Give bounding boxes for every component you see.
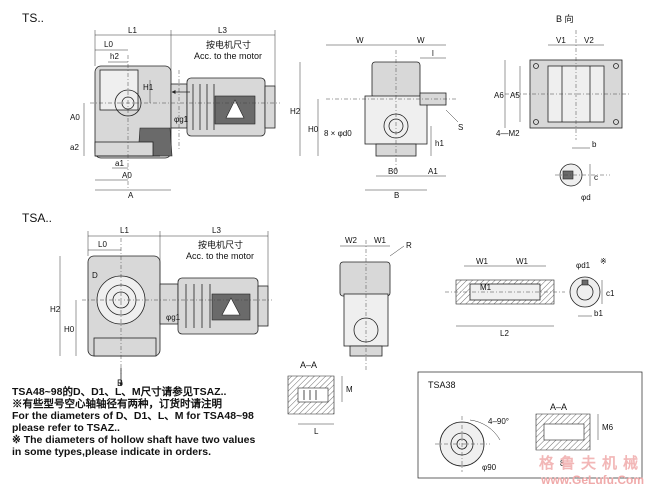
ts-side-S: S (458, 123, 463, 132)
tsa-side-R: R (406, 241, 412, 250)
tsa-dim-D: D (92, 271, 98, 280)
note-line-3: For the diameters of D、D1、L、M for TSA48~… (12, 410, 254, 422)
ts-b-view-drawing (505, 30, 630, 187)
tsa38-frame (417, 371, 643, 479)
ts-side-B: B (394, 191, 399, 200)
note-line-5: ※ The diameters of hollow shaft have two… (12, 434, 256, 446)
tsa-dim-L1: L1 (120, 226, 129, 235)
tsa-hollow-shaft-view (445, 265, 603, 327)
section-aa-title: A–A (300, 360, 317, 370)
note-line-4: please refer to TSAZ.. (12, 422, 120, 434)
ts-dim-A0-vert: A0 (70, 113, 80, 122)
tsa38-dim8: 8 (560, 459, 565, 468)
ts-b-V1: V1 (556, 36, 566, 45)
ts-side-W2: W (417, 36, 425, 45)
tsa38-M6: M6 (602, 423, 614, 432)
note-line-1: TSA48~98的D、D1、L、M尺寸请参见TSAZ.. (12, 386, 227, 398)
tsa-side-dimension-lines (340, 245, 405, 257)
ts-b-A6: A6 (494, 91, 504, 100)
tsa-arrow-B: B (117, 378, 123, 388)
ts-side-W1: W (356, 36, 364, 45)
tsa-dimension-lines (59, 231, 269, 356)
ts-side-H0: H0 (308, 125, 319, 134)
ts-side-H2: H2 (290, 107, 301, 116)
tsa-dim-g1: φg1 (166, 313, 181, 322)
ts-motor-note-en: Acc. to the motor (194, 51, 262, 61)
tsa-dim-L3: L3 (212, 226, 221, 235)
ts-dim-H1: H1 (143, 83, 154, 92)
section-aa-M: M (346, 385, 353, 394)
ts-b-view-title: B 向 (556, 13, 574, 24)
ts-dim-L3: L3 (218, 26, 227, 35)
ts-dim-a2: a2 (70, 143, 79, 152)
ts-side-B0: B0 (388, 167, 398, 176)
tsa-gearbox-side-view (339, 240, 391, 370)
note-line-2: ※有些型号空心轴轴径有两种，订货时请注明 (12, 398, 222, 410)
tsa38-angle: 4–90° (488, 417, 509, 426)
ts-b-c: c (594, 173, 598, 182)
ts-gearbox-side-view (326, 50, 456, 176)
watermark: 格鲁夫机械 www.GeLufu.Com (539, 452, 644, 487)
ts-b-M2: 4—M2 (496, 129, 520, 138)
ts-b-A5: A5 (510, 91, 520, 100)
ts-side-A1: A1 (428, 167, 438, 176)
tsa-shaft-star: ※ (600, 257, 607, 266)
tsa-dim-H0: H0 (64, 325, 75, 334)
tsa38-aa-title: A–A (550, 402, 567, 412)
tsa-side-W2: W2 (345, 236, 358, 245)
tsa-title: TSA.. (22, 211, 52, 225)
ts-title: TS.. (22, 11, 44, 25)
tsa-shaft-M1: M1 (480, 283, 492, 292)
tsa38-drawing (435, 413, 599, 472)
tsa-shaft-W1b: W1 (516, 257, 529, 266)
tsa-motor-note-en: Acc. to the motor (186, 251, 254, 261)
tsa38-title: TSA38 (428, 380, 456, 390)
tsa38-phi90: φ90 (482, 463, 497, 472)
tsa-shaft-d1: φd1 (576, 261, 591, 270)
tsa-shaft-W1a: W1 (476, 257, 489, 266)
ts-side-h1: h1 (435, 139, 444, 148)
ts-dim-L1: L1 (128, 26, 137, 35)
ts-dim-A: A (128, 191, 134, 200)
note-line-6: in some types,please indicate in orders. (12, 446, 211, 458)
tsa-gearbox-front-view (82, 238, 272, 387)
ts-b-view-dimension-lines (504, 44, 604, 186)
ts-dim-A0: A0 (122, 171, 132, 180)
ts-dim-g1: φg1 (174, 115, 189, 124)
ts-b-d: φd (581, 193, 591, 202)
ts-dim-h2: h2 (110, 52, 119, 61)
ts-b-V2: V2 (584, 36, 594, 45)
ts-b-b: b (592, 140, 597, 149)
tsa-shaft-c1: c1 (606, 289, 615, 298)
watermark-url: www.GeLufu.Com (541, 473, 644, 487)
ts-gearbox-front-view (90, 55, 280, 190)
ts-dim-L0: L0 (104, 40, 113, 49)
ts-side-dimension-lines (299, 44, 459, 191)
watermark-cn: 格鲁夫机械 (538, 455, 644, 472)
ts-side-l: l (432, 49, 434, 58)
tsa-dim-H2: H2 (50, 305, 61, 314)
section-aa-L: L (314, 427, 319, 436)
ts-dimension-lines (83, 30, 276, 191)
ts-dim-a1: a1 (115, 159, 124, 168)
tsa-dim-L0: L0 (98, 240, 107, 249)
section-aa-drawing (287, 375, 343, 425)
tsa-shaft-L2: L2 (500, 329, 509, 338)
notes-block: TSA48~98的D、D1、L、M尺寸请参见TSAZ.. ※有些型号空心轴轴径有… (12, 386, 302, 458)
tsa-motor-note-cn: 按电机尺寸 (198, 239, 243, 250)
ts-motor-note-cn: 按电机尺寸 (206, 39, 251, 50)
tsa-side-W1: W1 (374, 236, 387, 245)
tsa-shaft-b1: b1 (594, 309, 603, 318)
ts-side-holes: 8 × φd0 (324, 129, 352, 138)
